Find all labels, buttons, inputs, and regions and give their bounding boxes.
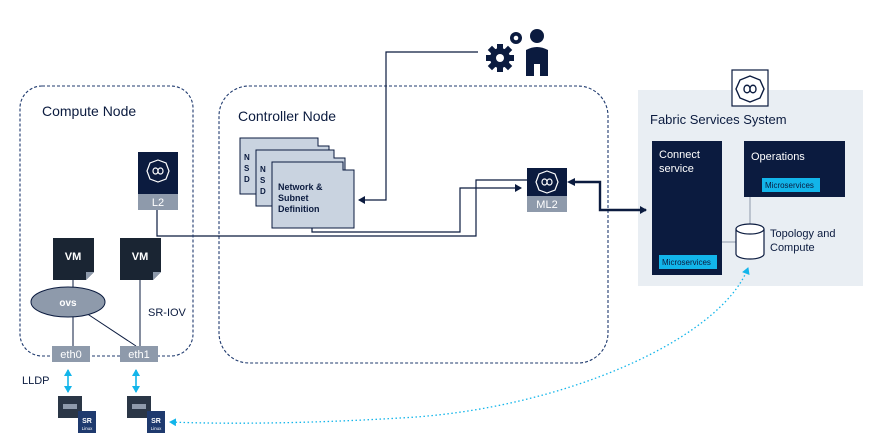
vm-1-label: VM: [65, 251, 82, 263]
ml2-label: ML2: [536, 199, 557, 211]
lldp-label: LLDP: [22, 375, 50, 387]
ml2-arrowhead: [567, 178, 575, 186]
connect-service-box: [652, 141, 722, 275]
doc-back-letter-2: S: [244, 164, 250, 173]
doc-mid-letter-3: D: [260, 187, 266, 196]
fss-title: Fabric Services System: [650, 112, 787, 127]
connect-microservices-tag: [659, 255, 717, 269]
vm-1-fold: [86, 272, 94, 280]
fss-logo-icon: [731, 69, 769, 107]
l2-agent: [138, 152, 178, 210]
srlinux-1-linux: Linux: [82, 426, 94, 431]
vm-2-label: VM: [132, 251, 149, 263]
doc-front-line-2: Subnet: [278, 193, 309, 203]
operations-microservices-tag: [762, 178, 820, 192]
l2-label: L2: [152, 197, 164, 209]
vm-2-box: [120, 238, 161, 280]
compute-node-title: Compute Node: [42, 103, 136, 119]
vm-2-fold: [153, 272, 161, 280]
operations-microservices-label: Microservices: [765, 181, 814, 190]
gear-user-icon: [486, 29, 548, 76]
srlinux-switch-2: SR Linux: [127, 396, 165, 433]
user-to-docs-arrow: [358, 51, 478, 204]
connect-service-line-2: service: [659, 163, 694, 175]
connect-service-line-1: Connect: [659, 149, 700, 161]
connect-microservices-label: Microservices: [662, 258, 711, 267]
srlinux-1-sr: SR: [82, 418, 92, 425]
doc-mid-letter-2: S: [260, 176, 266, 185]
compute-node-boundary: [19, 85, 194, 357]
ovs-switch: [30, 286, 106, 318]
eth1-label: eth1: [128, 349, 149, 361]
docs-to-ml2-arrow: [311, 184, 522, 233]
doc-front-line-3: Definition: [278, 204, 320, 214]
doc-back-letter-3: D: [244, 175, 250, 184]
topology-line-1: Topology and: [770, 228, 835, 240]
doc-front-line-1: Network &: [278, 182, 323, 192]
ovs-label: ovs: [59, 298, 77, 309]
controller-node-title: Controller Node: [238, 108, 336, 124]
ml2-plugin: [527, 168, 567, 212]
database-icon: [735, 223, 765, 260]
srlinux-2-linux: Linux: [151, 426, 163, 431]
vm-1-box: [53, 238, 94, 280]
doc-mid-letter-1: N: [260, 165, 266, 174]
srlinux-switch-1: SR Linux: [58, 396, 96, 433]
topology-line-2: Compute: [770, 242, 815, 254]
eth0-port: [52, 346, 90, 362]
ovs-to-eth1-line: [85, 312, 137, 347]
l2-to-ml2-line: [156, 179, 527, 237]
srlinux-2-sr: SR: [151, 418, 161, 425]
doc-back-letter-1: N: [244, 153, 250, 162]
operations-label: Operations: [751, 151, 805, 163]
topology-to-srlinux-dotted-arrow: [169, 267, 750, 427]
ml2-to-connect-arrow: [575, 180, 647, 214]
sriov-label: SR-IOV: [148, 307, 187, 319]
eth1-port: [120, 346, 158, 362]
eth0-label: eth0: [60, 349, 81, 361]
network-definition-docs: N S D N S D Network & Subnet Definition: [239, 137, 355, 229]
